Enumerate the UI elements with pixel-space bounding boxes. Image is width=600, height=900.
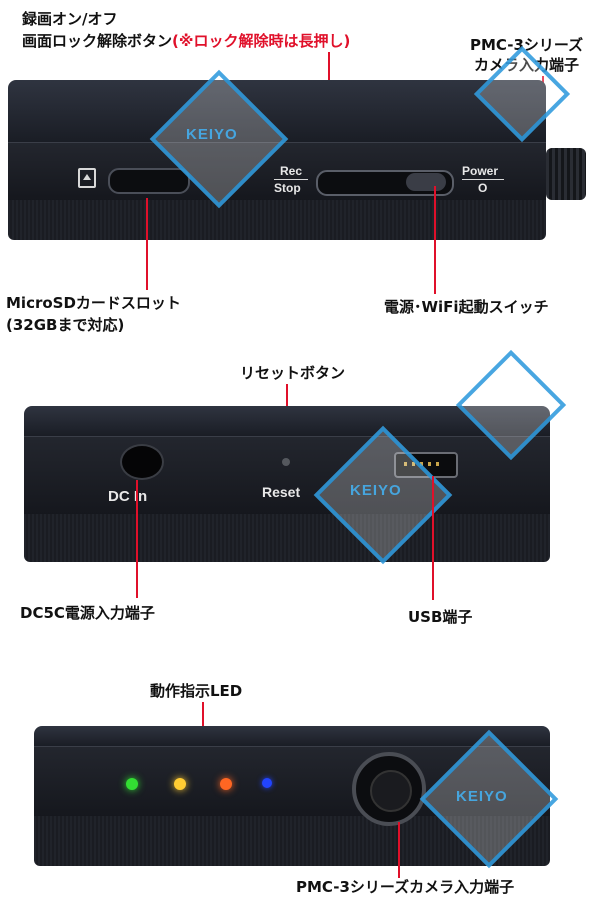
label-camera-port-line1: PMC-3シリーズ bbox=[470, 36, 584, 54]
device-front-view bbox=[34, 726, 550, 866]
panel-reset-label: Reset bbox=[262, 484, 301, 500]
pointer-line-dc bbox=[136, 480, 138, 598]
keiyo-watermark-1-text: KEIYO bbox=[186, 126, 238, 143]
led-blue bbox=[262, 778, 272, 788]
label-usb-port: USB端子 bbox=[408, 608, 473, 626]
keiyo-watermark-3-text: KEIYO bbox=[350, 482, 402, 499]
panel-stop-label: Stop bbox=[274, 181, 301, 195]
reset-button[interactable] bbox=[282, 458, 290, 466]
label-camera-port-front: PMC-3シリーズカメラ入力端子 bbox=[296, 878, 515, 896]
keiyo-watermark-5-text: KEIYO bbox=[456, 788, 508, 805]
device-back-view: DC In Reset bbox=[24, 406, 550, 562]
led-green bbox=[126, 778, 138, 790]
label-camera-port-line2: カメラ入力端子 bbox=[474, 56, 580, 74]
panel-power-symbol: O bbox=[478, 181, 488, 195]
pointer-line-camera-front bbox=[398, 822, 400, 878]
label-status-led: 動作指示LED bbox=[150, 682, 243, 700]
panel-dc-in-label: DC In bbox=[108, 488, 148, 505]
label-microsd-line2: (32GBまで対応) bbox=[6, 316, 125, 334]
label-rec-button-line1: 録画オン/オフ bbox=[22, 10, 118, 28]
microsd-slot[interactable] bbox=[108, 168, 190, 194]
label-rec-button-text: 画面ロック解除ボタン bbox=[22, 32, 173, 50]
led-orange bbox=[220, 778, 232, 790]
label-rec-button-line2: 画面ロック解除ボタン(※ロック解除時は長押し) bbox=[22, 32, 350, 50]
label-microsd-line1: MicroSDカードスロット bbox=[6, 294, 181, 312]
power-switch[interactable] bbox=[406, 173, 446, 191]
sdcard-icon bbox=[78, 168, 96, 188]
device-top-view: Rec Stop Power O bbox=[8, 80, 546, 240]
camera-connector-top[interactable] bbox=[546, 148, 586, 200]
pointer-line-power-switch bbox=[434, 186, 436, 294]
label-rec-button-note: (※ロック解除時は長押し) bbox=[172, 32, 351, 50]
dc-in-jack[interactable] bbox=[120, 444, 164, 480]
label-power-switch: 電源･WiFi起動スイッチ bbox=[384, 298, 549, 316]
panel-rec-label: Rec bbox=[280, 164, 303, 178]
label-reset-button: リセットボタン bbox=[240, 364, 346, 382]
panel-power-label: Power bbox=[462, 164, 499, 178]
pointer-line-usb bbox=[432, 476, 434, 600]
usb-port[interactable] bbox=[394, 452, 458, 478]
led-yellow bbox=[174, 778, 186, 790]
pointer-line-microsd bbox=[146, 198, 148, 290]
camera-connector-front[interactable] bbox=[352, 752, 426, 826]
label-dc-input: DC5C電源入力端子 bbox=[20, 604, 155, 622]
